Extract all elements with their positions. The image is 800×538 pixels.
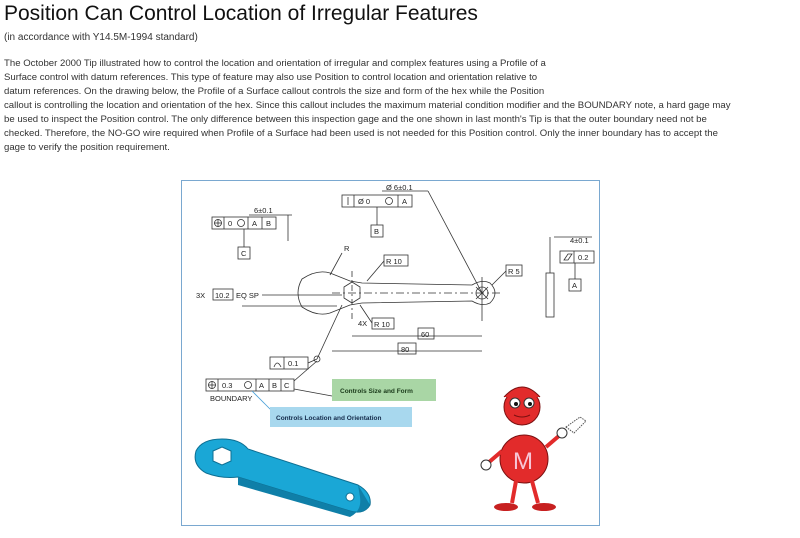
note-size-form: Controls Size and Form [340, 388, 413, 395]
paragraph-line-3: datum references. On the drawing below, … [4, 86, 545, 97]
side-view [545, 272, 555, 318]
datum-c: C [241, 249, 247, 258]
dim-top-hole: Ø 6±0.1 [386, 183, 413, 192]
r10-a: R 10 [386, 257, 402, 266]
part-hole [345, 492, 355, 502]
flatness-symbol-icon [563, 253, 573, 261]
mmc-symbol-icon [244, 381, 252, 389]
fcf-left-datum2: B [266, 219, 271, 228]
fcf-top-tol: Ø 0 [358, 197, 370, 206]
note-size-form-box [332, 379, 436, 401]
fcf-top-datum: A [402, 197, 407, 206]
flatness-frame [559, 250, 595, 264]
pos-datum3: C [284, 381, 290, 390]
pattern-frame [212, 288, 234, 301]
profile-value: 0.1 [288, 359, 298, 368]
part-hex-opening [212, 446, 232, 466]
paragraph-line-1: The October 2000 Tip illustrated how to … [4, 58, 546, 69]
dim-60-frame [417, 327, 435, 340]
technical-drawing: 6±0.1 0 A B C Ø 6±0.1 Ø 0 A B R R 10 R 5… [194, 183, 595, 517]
fcf-left-tol: 0 [228, 219, 232, 228]
page-title: Position Can Control Location of Irregul… [4, 2, 478, 25]
r10-b-frame [371, 317, 395, 330]
mascot-body [499, 434, 549, 484]
pattern-value: 10.2 [215, 291, 230, 300]
label-r: R [344, 244, 350, 253]
datum-b-frame [370, 224, 384, 238]
flatness-value: 0.2 [578, 253, 588, 262]
pattern-suffix: EQ SP [236, 291, 259, 300]
r10-a-frame [383, 254, 409, 267]
mascot-letter: M [513, 448, 533, 475]
datum-b: B [374, 227, 379, 236]
r5: R 5 [508, 267, 520, 276]
r5-frame [505, 264, 523, 277]
note-location-box [270, 407, 412, 427]
mmc-symbol-icon [237, 219, 245, 227]
datum-a-frame [568, 278, 582, 292]
page-subtitle: (in accordance with Y14.5M-1994 standard… [4, 32, 198, 43]
datum-a: A [572, 281, 577, 290]
pos-tol: 0.3 [222, 381, 232, 390]
r10-b: R 10 [374, 320, 390, 329]
pos-datum1: A [259, 381, 264, 390]
boundary-note: BOUNDARY [210, 394, 252, 403]
dim-80-frame [397, 342, 417, 355]
mascot: M [480, 386, 587, 511]
paragraph-line-4: callout is controlling the location and … [4, 100, 731, 111]
profile-symbol-icon [273, 362, 282, 368]
dim-left-hole: 6±0.1 [254, 206, 273, 215]
mascot-gage-icon [565, 416, 587, 434]
paragraph-line-6: checked. Therefore, the NO-GO wire requi… [4, 128, 718, 139]
note-location: Controls Location and Orientation [276, 415, 381, 422]
wrench-outline [297, 271, 496, 315]
datum-c-frame [237, 246, 251, 260]
drawing-figure: 6±0.1 0 A B C Ø 6±0.1 Ø 0 A B R R 10 R 5… [181, 180, 600, 526]
mmc-symbol-icon [385, 197, 393, 205]
paragraph-line-5: be used to inspect the Position control.… [4, 114, 707, 125]
leader-top-hole [427, 190, 483, 294]
pattern-prefix: 3X [196, 291, 205, 300]
dim-80: 80 [401, 345, 409, 354]
position-fcf-frame [205, 378, 295, 392]
dim-60: 60 [421, 330, 429, 339]
paragraph-line-7: gage to verify the position requirement. [4, 142, 170, 153]
pattern-4x: 4X [358, 319, 367, 328]
fcf-left-datum1: A [252, 219, 257, 228]
dim-thickness: 4±0.1 [570, 236, 589, 245]
pos-datum2: B [272, 381, 277, 390]
paragraph-line-2: Surface control with datum references. T… [4, 72, 538, 83]
